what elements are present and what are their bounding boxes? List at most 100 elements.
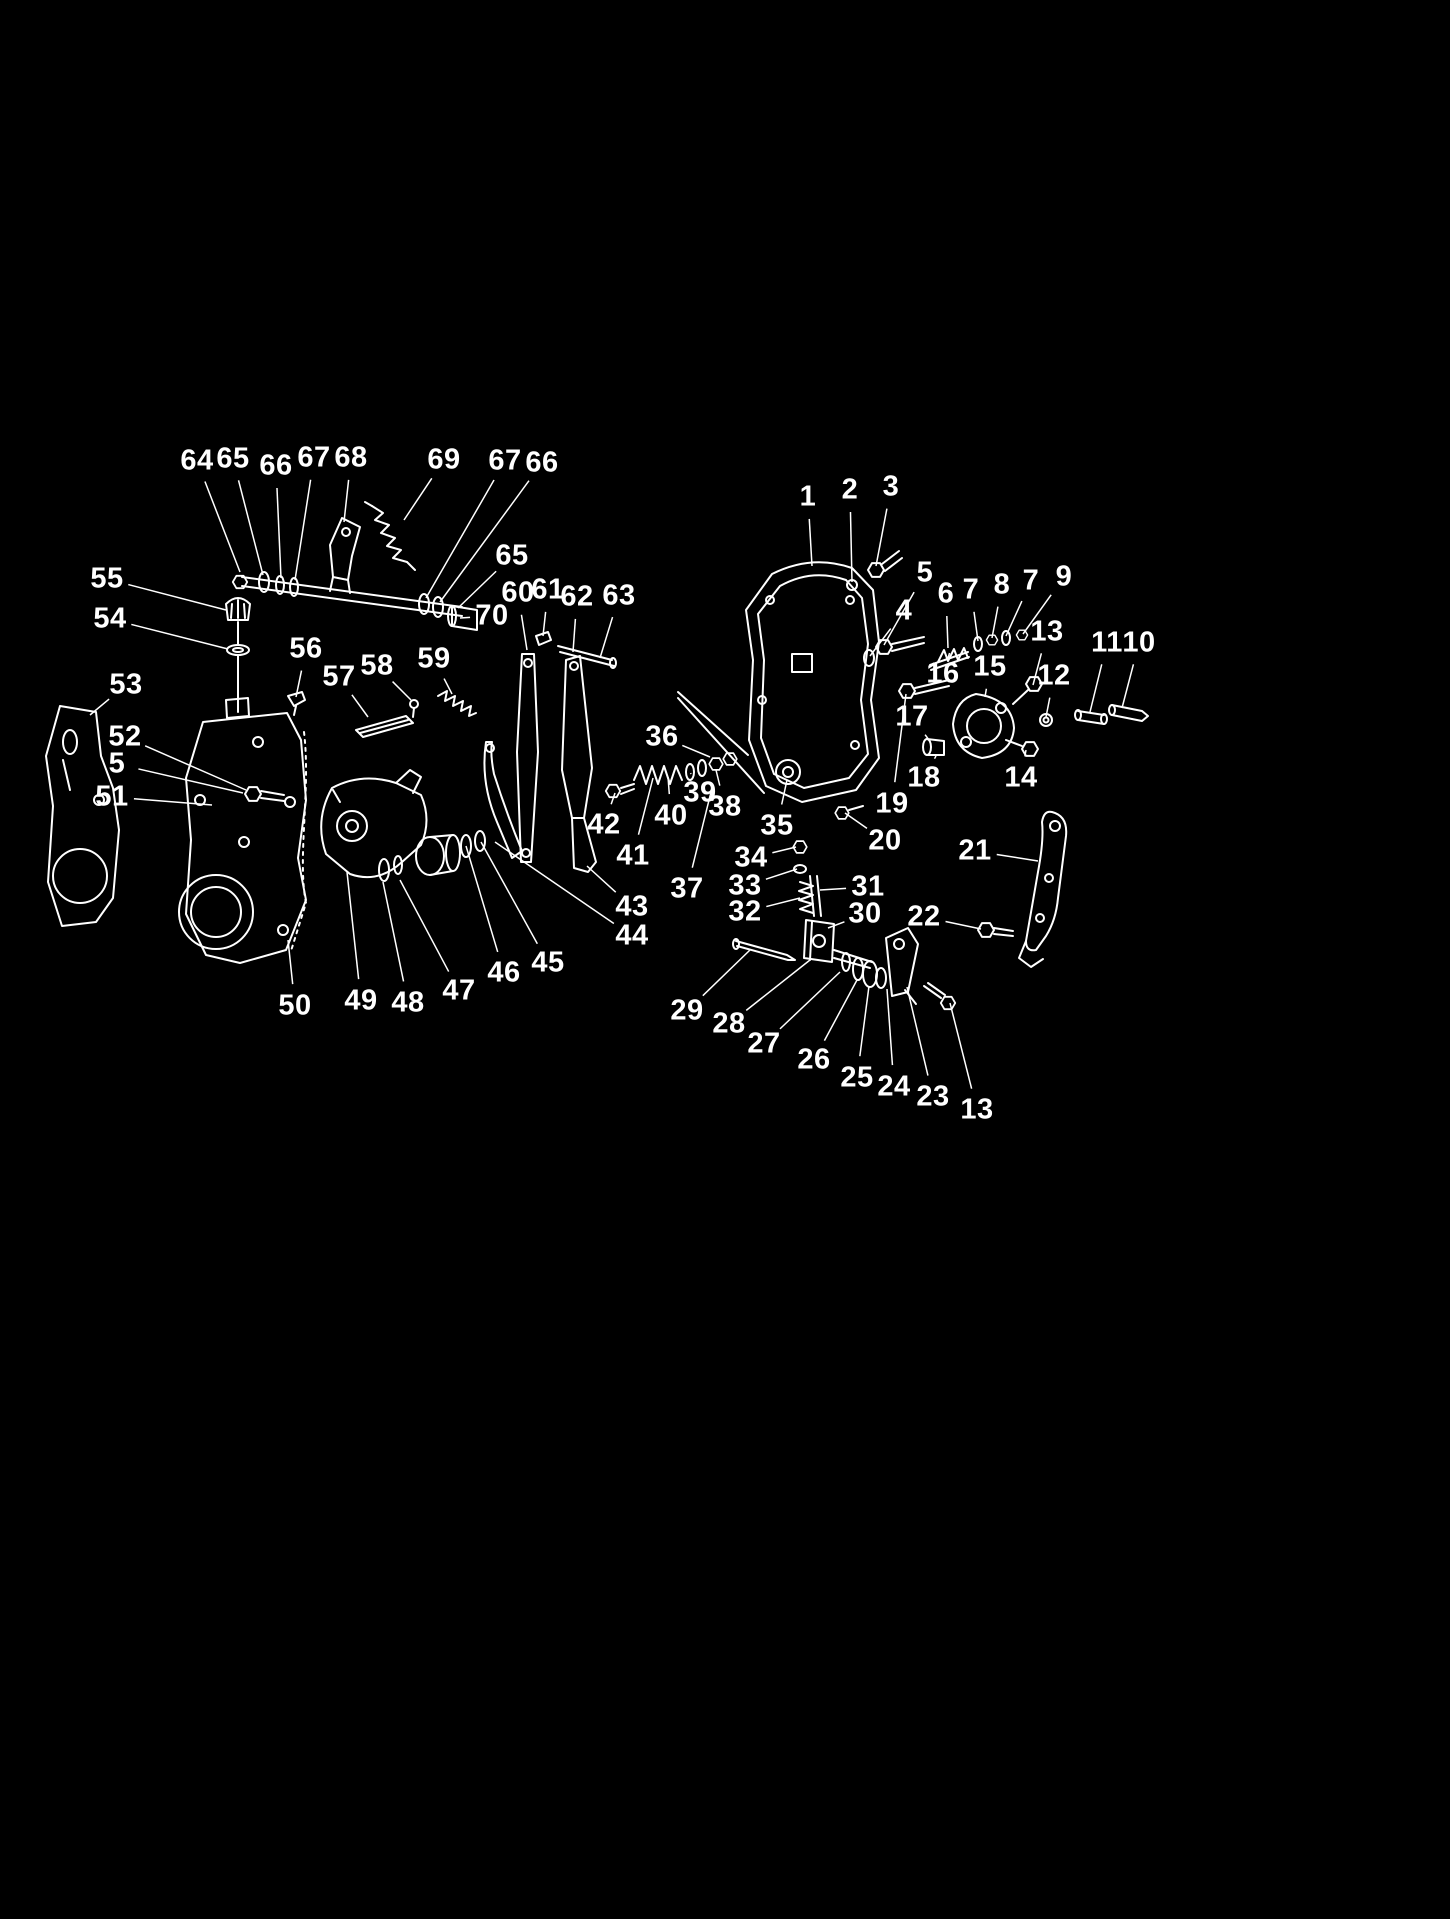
leader-line-55 (128, 583, 227, 611)
leader-line-15 (984, 688, 988, 698)
part-stud-spring-nuts (929, 629, 1029, 671)
callout-label-36: 36 (645, 720, 679, 753)
leader-line-37 (691, 787, 713, 868)
leader-line-62 (572, 618, 577, 653)
callout-label-30: 30 (848, 897, 882, 930)
callout-label-62: 62 (560, 580, 594, 613)
callout-label-50: 50 (278, 989, 312, 1022)
callout-label-49: 49 (344, 984, 378, 1017)
part-cover-bolt (244, 786, 285, 802)
callout-label-38: 38 (708, 790, 742, 823)
callout-label-25: 25 (840, 1061, 874, 1094)
callout-label-16: 16 (926, 657, 960, 690)
leader-line-50 (287, 939, 294, 985)
callout-label-13: 13 (960, 1093, 994, 1126)
callout-label-67: 67 (297, 441, 331, 474)
callout-label-19: 19 (875, 787, 909, 820)
callout-label-65: 65 (495, 539, 529, 572)
callout-label-54: 54 (93, 602, 127, 635)
leader-line-10 (1121, 664, 1135, 709)
leader-line-69 (403, 477, 433, 521)
callout-label-39: 39 (683, 776, 717, 809)
callout-label-17: 17 (895, 700, 929, 733)
leader-line-51 (133, 798, 213, 806)
leader-line-49 (346, 871, 360, 980)
leader-line-19 (894, 693, 907, 783)
callout-label-43: 43 (615, 890, 649, 923)
callout-label-67: 67 (488, 444, 522, 477)
leader-line-65 (457, 570, 497, 609)
callout-label-58: 58 (360, 649, 394, 682)
leader-line-24 (886, 988, 894, 1066)
leader-line-54 (131, 623, 229, 650)
callout-label-9: 9 (1055, 560, 1073, 593)
leader-line-17 (924, 734, 930, 741)
callout-label-47: 47 (442, 974, 476, 1007)
leader-line-57 (351, 694, 369, 718)
leader-line-26 (823, 979, 858, 1041)
leader-line-64 (204, 481, 241, 573)
callout-label-14: 14 (1004, 761, 1038, 794)
callout-label-52: 52 (108, 720, 142, 753)
leader-line-1 (808, 518, 813, 567)
leader-line-67 (294, 479, 312, 581)
part-stop-bar (355, 699, 419, 738)
leader-line-48 (382, 881, 405, 982)
callout-label-1: 1 (799, 480, 817, 513)
part-governor-arm (483, 741, 523, 859)
callout-label-18: 18 (907, 761, 941, 794)
leader-line-29 (702, 949, 751, 997)
callout-label-44: 44 (615, 919, 649, 952)
leader-line-59 (443, 678, 453, 695)
part-spring-link-set (604, 752, 738, 799)
leader-line-40 (667, 776, 671, 795)
callout-label-6: 6 (937, 577, 955, 610)
callout-label-32: 32 (728, 895, 762, 928)
leader-line-56 (295, 670, 303, 698)
part-lower-linkage (732, 840, 957, 1011)
leader-line-66 (439, 480, 530, 603)
leader-line-53 (89, 698, 110, 716)
part-plug (922, 738, 945, 756)
leader-line-22 (945, 920, 982, 930)
part-timing-cover (178, 697, 308, 964)
callout-label-20: 20 (868, 824, 902, 857)
leader-line-52 (144, 745, 247, 791)
callout-label-28: 28 (712, 1007, 746, 1040)
part-bolt-22 (977, 922, 1014, 938)
callout-label-68: 68 (334, 441, 368, 474)
callout-label-61: 61 (531, 573, 565, 606)
callout-label-31: 31 (851, 870, 885, 903)
part-side-bracket (45, 705, 120, 927)
part-oil-cap (225, 597, 251, 713)
leader-line-2 (849, 511, 853, 583)
leader-line-5 (883, 591, 915, 646)
leader-line-7 (973, 611, 979, 642)
leader-line-32 (766, 897, 801, 908)
callout-label-12: 12 (1037, 659, 1071, 692)
callout-label-51: 51 (95, 780, 129, 813)
leader-line-41 (637, 777, 654, 835)
leader-line-6 (946, 615, 949, 649)
callout-label-64: 64 (180, 444, 214, 477)
leader-line-27 (779, 971, 841, 1030)
callout-label-53: 53 (109, 668, 143, 701)
leader-line-70 (459, 616, 471, 619)
part-dowel-pins (1074, 704, 1149, 725)
leader-line-7 (1005, 600, 1023, 637)
part-control-lever-60 (516, 653, 539, 863)
callout-label-46: 46 (487, 956, 521, 989)
part-lever-strap-62-63 (557, 645, 617, 873)
leader-line-66 (276, 487, 282, 579)
leader-line-28 (745, 959, 811, 1011)
leader-line-9 (1022, 594, 1052, 635)
part-throttle-lever (1018, 810, 1068, 968)
callout-label-42: 42 (587, 808, 621, 841)
part-mounting-flange (952, 693, 1015, 759)
leader-line-42 (610, 792, 616, 805)
callout-label-60: 60 (501, 576, 535, 609)
leader-line-13 (1032, 653, 1043, 686)
callout-label-8: 8 (993, 568, 1011, 601)
